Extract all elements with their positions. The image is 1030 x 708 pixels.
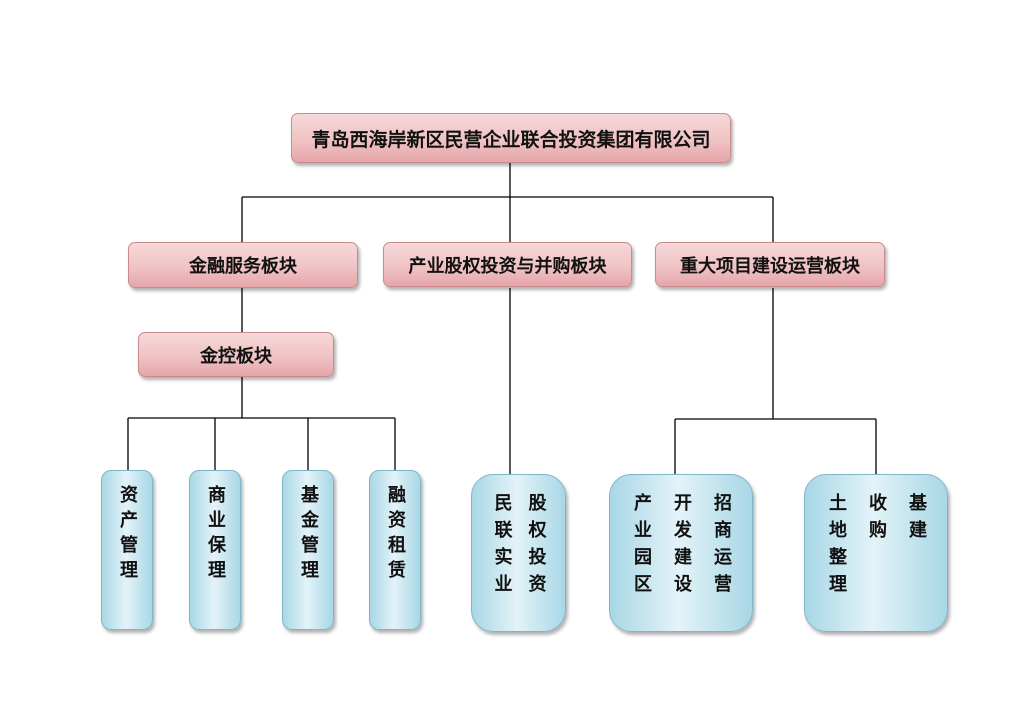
unit-equity-columns: 民联实业 股权投资 (491, 489, 547, 601)
unit-equity-col2: 股权投资 (525, 493, 547, 601)
unit-land-col2: 收购 (866, 493, 887, 547)
segment-finance-node: 金融服务板块 (128, 242, 358, 288)
unit-leasing-label: 融资租赁 (385, 485, 406, 585)
unit-factoring-label: 商业保理 (205, 485, 226, 585)
unit-land-col3: 基建 (906, 493, 927, 547)
unit-asset-management-label: 资产管理 (117, 485, 138, 585)
unit-land-col1: 土地整理 (826, 493, 847, 601)
root-company-label: 青岛西海岸新区民营企业联合投资集团有限公司 (311, 128, 711, 151)
unit-industrial-park-columns: 产业园区 开发建设 招商运营 (631, 489, 732, 601)
unit-fund-management-label: 基金管理 (298, 485, 319, 585)
segment-equity-label: 产业股权投资与并购板块 (408, 255, 607, 277)
segment-equity-node: 产业股权投资与并购板块 (383, 242, 632, 287)
unit-leasing-node: 融资租赁 (369, 470, 421, 630)
segment-finance-label: 金融服务板块 (189, 256, 297, 277)
segment-projects-node: 重大项目建设运营板块 (655, 242, 885, 287)
holding-node: 金控板块 (138, 332, 334, 377)
unit-industrial-park-col2: 开发建设 (671, 493, 692, 601)
unit-equity-node: 民联实业 股权投资 (471, 474, 566, 632)
unit-industrial-park-node: 产业园区 开发建设 招商运营 (609, 474, 753, 632)
unit-land-node: 土地整理 收购 基建 (804, 474, 948, 632)
unit-equity-col1: 民联实业 (491, 493, 513, 601)
unit-fund-management-node: 基金管理 (282, 470, 334, 630)
unit-industrial-park-col1: 产业园区 (631, 493, 652, 601)
segment-projects-label: 重大项目建设运营板块 (680, 255, 860, 277)
unit-asset-management-node: 资产管理 (101, 470, 153, 630)
holding-label: 金控板块 (200, 345, 272, 367)
unit-factoring-node: 商业保理 (189, 470, 241, 630)
root-company-node: 青岛西海岸新区民营企业联合投资集团有限公司 (291, 113, 731, 163)
unit-land-columns: 土地整理 收购 基建 (826, 489, 927, 601)
unit-industrial-park-col3: 招商运营 (711, 493, 732, 601)
